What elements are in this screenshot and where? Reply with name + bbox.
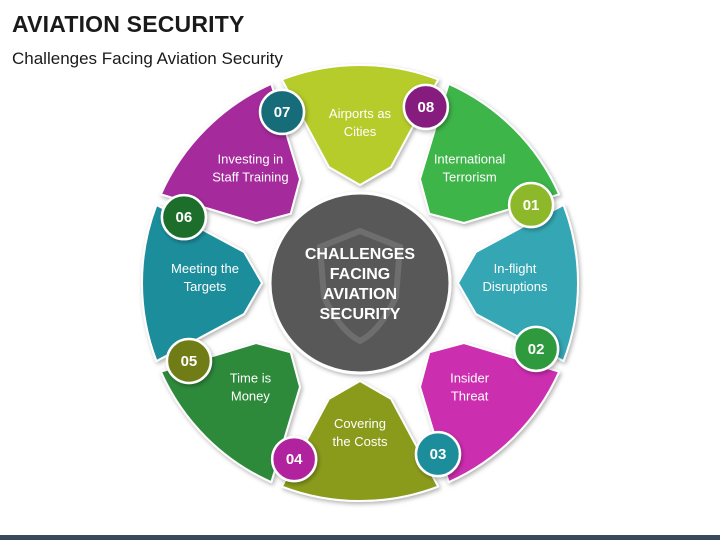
hub-circle bbox=[268, 191, 452, 375]
badge-circle-05 bbox=[165, 337, 213, 385]
segment-label-04: Covering the Costs bbox=[333, 416, 388, 449]
segment-label-08: Airports as Cities bbox=[329, 106, 392, 139]
segment-shape-02 bbox=[457, 203, 579, 363]
badge-number-03: 03 bbox=[430, 446, 447, 463]
segment-04: Covering the Costs bbox=[280, 380, 440, 502]
hub-layer: CHALLENGES FACING AVIATION SECURITY bbox=[268, 191, 452, 375]
badge-06: 06 bbox=[160, 193, 208, 241]
badge-circle-08 bbox=[402, 83, 450, 131]
badge-circle-06 bbox=[160, 193, 208, 241]
bottom-bar bbox=[0, 535, 720, 540]
page-title: AVIATION SECURITY bbox=[12, 11, 245, 37]
page-subtitle: Challenges Facing Aviation Security bbox=[12, 49, 283, 68]
badge-02: 02 bbox=[512, 325, 560, 373]
segment-label-line: Terrorism bbox=[443, 169, 497, 184]
segment-label-line: In-flight bbox=[494, 261, 537, 276]
badge-number-05: 05 bbox=[181, 353, 198, 370]
badge-number-01: 01 bbox=[523, 197, 540, 214]
segment-label-line: Airports as bbox=[329, 106, 392, 121]
badge-circle-07 bbox=[258, 88, 306, 136]
badge-07: 07 bbox=[258, 88, 306, 136]
segment-label-line: Meeting the bbox=[171, 261, 239, 276]
badge-04: 04 bbox=[270, 435, 318, 483]
hub-label-line: CHALLENGES bbox=[305, 246, 416, 263]
segment-label-line: Disruptions bbox=[482, 279, 548, 294]
badge-number-06: 06 bbox=[176, 209, 193, 226]
segment-label-line: Money bbox=[231, 389, 271, 404]
badges-layer: 01 02 03 04 05 06 07 08 bbox=[160, 83, 560, 483]
hub-label-line: AVIATION bbox=[323, 286, 397, 303]
badge-circle-02 bbox=[512, 325, 560, 373]
badge-08: 08 bbox=[402, 83, 450, 131]
segment-label-line: Investing in bbox=[218, 151, 284, 166]
badge-05: 05 bbox=[165, 337, 213, 385]
badge-number-04: 04 bbox=[286, 451, 303, 468]
segment-label-07: Investing in Staff Training bbox=[212, 151, 288, 184]
segment-label-line: Insider bbox=[450, 371, 490, 386]
segment-label-line: Cities bbox=[344, 124, 377, 139]
badge-01: 01 bbox=[507, 181, 555, 229]
badge-number-07: 07 bbox=[274, 104, 291, 121]
segment-shape-06 bbox=[141, 203, 263, 363]
badge-03: 03 bbox=[414, 430, 462, 478]
segment-08: Airports as Cities bbox=[280, 64, 440, 186]
segment-label-line: Threat bbox=[451, 389, 489, 404]
hub-label-line: FACING bbox=[330, 266, 390, 283]
shield-icon bbox=[316, 227, 404, 345]
badge-circle-03 bbox=[414, 430, 462, 478]
segment-label-line: Targets bbox=[184, 279, 227, 294]
badge-circle-01 bbox=[507, 181, 555, 229]
hub-label-line: SECURITY bbox=[320, 306, 401, 323]
badge-circle-04 bbox=[270, 435, 318, 483]
hub-label: CHALLENGES FACING AVIATION SECURITY bbox=[305, 246, 416, 323]
segment-label-line: Covering bbox=[334, 416, 386, 431]
badge-number-02: 02 bbox=[528, 341, 545, 358]
segment-shape-04 bbox=[280, 380, 440, 502]
segment-label-line: the Costs bbox=[333, 434, 388, 449]
segment-shape-08 bbox=[280, 64, 440, 186]
segment-label-line: Time is bbox=[230, 371, 272, 386]
badge-number-08: 08 bbox=[417, 99, 434, 116]
segment-label-line: International bbox=[434, 151, 506, 166]
segment-label-05: Time is Money bbox=[230, 371, 272, 404]
segment-label-line: Staff Training bbox=[212, 169, 288, 184]
